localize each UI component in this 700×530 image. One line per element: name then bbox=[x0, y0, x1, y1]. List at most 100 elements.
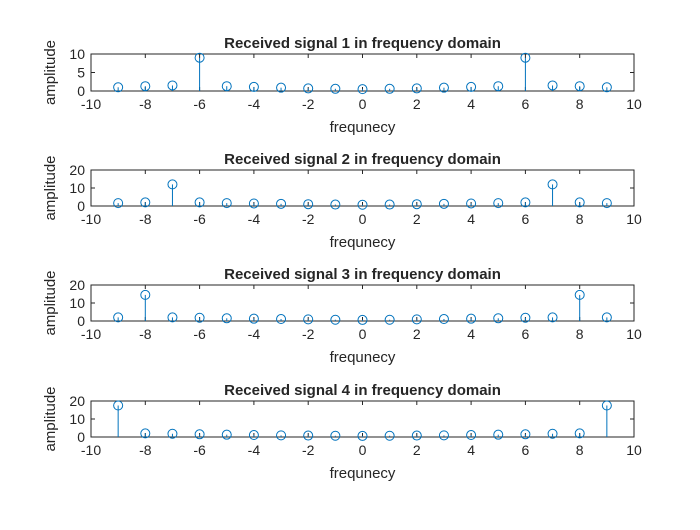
stem-marker bbox=[194, 52, 205, 63]
stem-marker bbox=[357, 84, 368, 95]
stem-marker bbox=[167, 312, 178, 323]
stem-marker bbox=[167, 179, 178, 190]
stem-marker bbox=[411, 199, 422, 210]
stem-marker bbox=[601, 312, 612, 323]
x-tick-label: -2 bbox=[302, 326, 315, 342]
x-tick-label: 6 bbox=[522, 442, 530, 458]
stem-marker bbox=[493, 198, 504, 209]
x-tick-label: -2 bbox=[302, 96, 315, 112]
stem-marker bbox=[574, 428, 585, 439]
subplot-3: Received signal 3 in frequency domain -10… bbox=[42, 266, 642, 366]
x-tick-label: 10 bbox=[626, 211, 642, 227]
stem-marker bbox=[520, 52, 531, 63]
x-tick-label: -10 bbox=[81, 211, 101, 227]
stem-marker bbox=[330, 199, 341, 210]
x-tick-label: -8 bbox=[139, 96, 152, 112]
stem-marker bbox=[547, 80, 558, 91]
stem-marker bbox=[438, 198, 449, 209]
stem-marker bbox=[303, 199, 314, 210]
x-tick-label: 2 bbox=[413, 442, 421, 458]
stem-marker bbox=[547, 179, 558, 190]
x-tick-label: 4 bbox=[467, 96, 475, 112]
stem-marker bbox=[574, 81, 585, 92]
stem-marker bbox=[113, 312, 124, 323]
x-tick-label: 4 bbox=[467, 211, 475, 227]
x-tick-label: -6 bbox=[193, 442, 206, 458]
y-axis-label: amplitude bbox=[42, 270, 59, 335]
stem-marker bbox=[140, 289, 151, 300]
stem-marker bbox=[384, 314, 395, 325]
stem-marker bbox=[520, 312, 531, 323]
stem-marker bbox=[438, 82, 449, 93]
stem-marker bbox=[221, 429, 232, 440]
x-tick-label: 4 bbox=[467, 442, 475, 458]
x-tick-label: 6 bbox=[522, 211, 530, 227]
x-tick-label: -2 bbox=[302, 211, 315, 227]
stem-marker bbox=[140, 81, 151, 92]
x-tick-label: -4 bbox=[248, 211, 261, 227]
x-tick-label: -8 bbox=[139, 211, 152, 227]
stem-marker bbox=[167, 80, 178, 91]
stem-marker bbox=[194, 312, 205, 323]
x-tick-label: 2 bbox=[413, 211, 421, 227]
y-tick-label: 10 bbox=[69, 180, 85, 196]
stem-marker bbox=[466, 430, 477, 441]
stem-marker bbox=[248, 430, 259, 441]
y-tick-label: 10 bbox=[69, 411, 85, 427]
y-tick-label: 0 bbox=[77, 313, 85, 329]
y-axis-label: amplitude bbox=[42, 386, 59, 451]
stem-marker bbox=[601, 198, 612, 209]
x-tick-label: 8 bbox=[576, 442, 584, 458]
stem-marker bbox=[357, 314, 368, 325]
stem-marker bbox=[221, 313, 232, 324]
stem-marker bbox=[493, 81, 504, 92]
chart-title: Received signal 2 in frequency domain bbox=[224, 151, 501, 168]
stem-marker bbox=[330, 83, 341, 94]
x-tick-label: -10 bbox=[81, 96, 101, 112]
stem-marker bbox=[248, 198, 259, 209]
stem-marker bbox=[520, 429, 531, 440]
chart-title: Received signal 3 in frequency domain bbox=[224, 266, 501, 283]
stem-marker bbox=[466, 313, 477, 324]
stem-marker bbox=[411, 83, 422, 94]
y-tick-label: 10 bbox=[69, 295, 85, 311]
subplot-1: Received signal 1 in frequency domain -10… bbox=[42, 35, 642, 136]
chart-title: Received signal 4 in frequency domain bbox=[224, 382, 501, 399]
x-tick-label: 10 bbox=[626, 442, 642, 458]
x-tick-label: -10 bbox=[81, 442, 101, 458]
stem-marker bbox=[493, 429, 504, 440]
x-tick-label: 0 bbox=[359, 442, 367, 458]
stem-marker bbox=[438, 314, 449, 325]
y-tick-label: 20 bbox=[69, 393, 85, 409]
chart-title: Received signal 1 in frequency domain bbox=[224, 35, 501, 52]
x-tick-label: -10 bbox=[81, 326, 101, 342]
x-tick-label: -6 bbox=[193, 326, 206, 342]
stem-marker bbox=[384, 430, 395, 441]
y-tick-label: 0 bbox=[77, 429, 85, 445]
y-tick-label: 5 bbox=[77, 65, 85, 81]
stem-marker bbox=[384, 83, 395, 94]
stem-marker bbox=[221, 198, 232, 209]
stem-marker bbox=[140, 197, 151, 208]
stem-marker bbox=[303, 314, 314, 325]
y-tick-label: 10 bbox=[69, 46, 85, 62]
stem-marker bbox=[357, 199, 368, 210]
stem-marker bbox=[493, 313, 504, 324]
stem-marker bbox=[411, 430, 422, 441]
x-tick-label: -8 bbox=[139, 326, 152, 342]
stem-marker bbox=[248, 81, 259, 92]
x-tick-label: 8 bbox=[576, 211, 584, 227]
stem-marker bbox=[547, 428, 558, 439]
x-tick-label: 10 bbox=[626, 326, 642, 342]
x-tick-label: 8 bbox=[576, 326, 584, 342]
x-tick-label: 6 bbox=[522, 96, 530, 112]
stem-marker bbox=[601, 400, 612, 411]
stem-marker bbox=[140, 428, 151, 439]
stem-marker bbox=[466, 81, 477, 92]
y-axis-label: amplitude bbox=[42, 40, 59, 105]
x-tick-label: -4 bbox=[248, 442, 261, 458]
x-tick-label: -2 bbox=[302, 442, 315, 458]
x-tick-label: 0 bbox=[359, 96, 367, 112]
